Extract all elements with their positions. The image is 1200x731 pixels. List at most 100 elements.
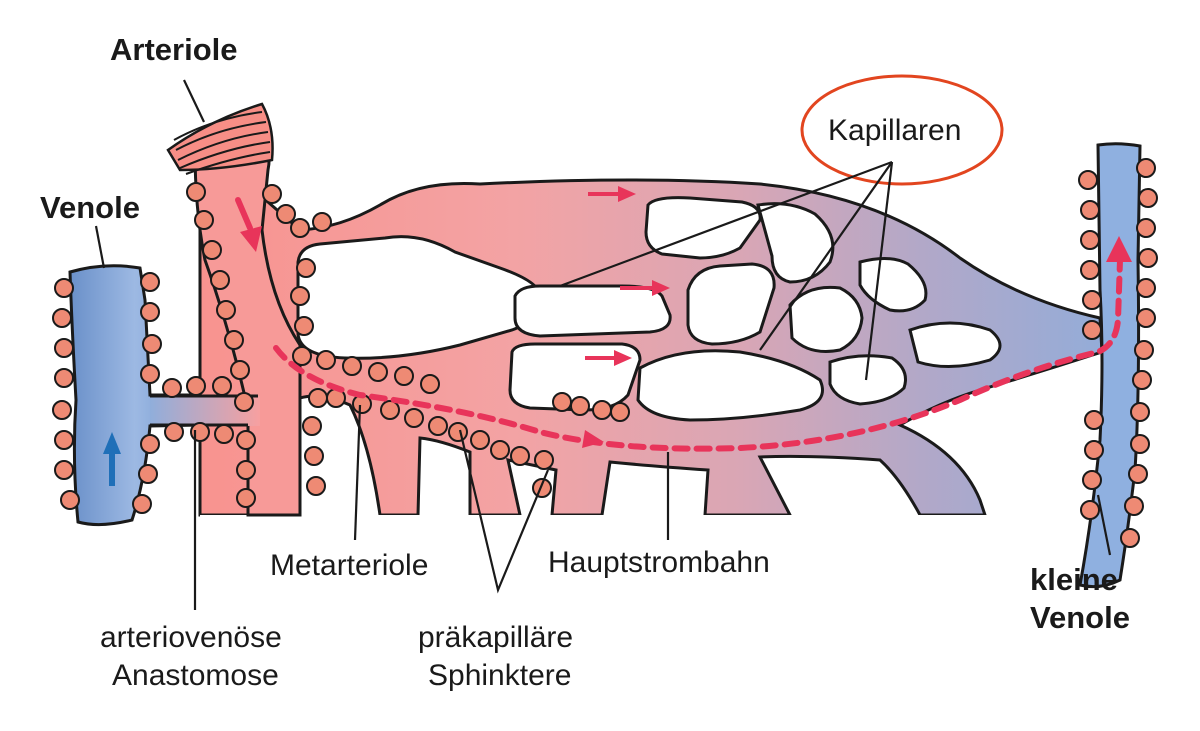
muscle-cell (190, 422, 210, 442)
label-precapillary-1: präkapilläre (418, 621, 573, 654)
muscle-cell (54, 460, 74, 480)
leader-lines (94, 79, 1112, 610)
muscle-cell (236, 488, 256, 508)
label-metarteriole: Metarteriole (270, 549, 428, 582)
muscle-cell (592, 400, 612, 420)
muscle-cell (54, 338, 74, 358)
muscle-cell (368, 362, 388, 382)
label-av-anastomosis-2: Anastomose (112, 659, 279, 692)
muscle-cell (52, 308, 72, 328)
muscle-cell (1130, 434, 1150, 454)
tissue-island (788, 285, 864, 353)
muscle-cell (212, 376, 232, 396)
muscle-cell (234, 392, 254, 412)
muscle-cell (316, 350, 336, 370)
muscle-cell (52, 400, 72, 420)
muscle-cell (1128, 464, 1148, 484)
muscle-cell (140, 272, 160, 292)
muscle-cell (308, 388, 328, 408)
muscle-cell (140, 302, 160, 322)
muscle-cell (132, 494, 152, 514)
muscle-cell (1080, 260, 1100, 280)
muscle-cell (1124, 496, 1144, 516)
muscle-cell (342, 356, 362, 376)
arteriole-flow-arrow (235, 197, 253, 231)
muscle-cell (290, 218, 310, 238)
muscle-cell (1120, 528, 1140, 548)
muscle-cell (312, 212, 332, 232)
muscle-cell (202, 240, 222, 260)
muscle-cell (394, 366, 414, 386)
capillaries-highlight-ellipse (800, 74, 1004, 186)
muscle-cell (236, 430, 256, 450)
muscle-cell (448, 422, 468, 442)
capillary-network (198, 178, 1104, 535)
muscle-cell (1134, 340, 1154, 360)
muscle-cell (1084, 410, 1104, 430)
tissue-island (636, 349, 824, 422)
muscle-cell (140, 434, 160, 454)
muscle-cell (552, 392, 572, 412)
label-small-venule-2: Venole (1030, 600, 1130, 635)
muscle-cell (304, 446, 324, 466)
muscle-cell (1084, 440, 1104, 460)
muscle-cell (380, 400, 400, 420)
muscle-cell (404, 408, 424, 428)
label-small-venule-1: kleine (1030, 562, 1118, 597)
muscle-cell (230, 360, 250, 380)
label-precapillary-2: Sphinktere (428, 659, 571, 692)
tissue-island (908, 321, 1002, 369)
muscle-cell (162, 378, 182, 398)
labels: Arteriole Venole Kapillaren Metarteriole… (40, 32, 1130, 692)
muscle-cell (140, 364, 160, 384)
muscle-cell (290, 286, 310, 306)
muscle-cell (428, 416, 448, 436)
muscle-cell (1138, 188, 1158, 208)
muscle-cell (164, 422, 184, 442)
muscle-cell (1078, 170, 1098, 190)
muscle-cell (1138, 248, 1158, 268)
muscle-cell (1136, 218, 1156, 238)
muscle-cells (52, 158, 1158, 548)
muscle-cell (534, 450, 554, 470)
muscle-cell (224, 330, 244, 350)
muscle-cell (470, 430, 490, 450)
label-main-channel: Hauptstrombahn (548, 546, 770, 579)
muscle-cell (214, 424, 234, 444)
muscle-cell (1136, 308, 1156, 328)
muscle-cell (1130, 402, 1150, 422)
muscle-cell (490, 440, 510, 460)
muscle-cell (186, 182, 206, 202)
muscle-cell (610, 402, 630, 422)
muscle-cell (1136, 158, 1156, 178)
muscle-cell (1082, 290, 1102, 310)
muscle-cell (54, 368, 74, 388)
tissue-island (756, 202, 835, 284)
arteriole-flow-arrowhead (240, 226, 262, 252)
muscle-cell (420, 374, 440, 394)
arteriole (166, 102, 302, 517)
muscle-cell (1080, 200, 1100, 220)
arteriole-muscle-rings (166, 102, 274, 175)
muscle-cell (1082, 320, 1102, 340)
flow-arrows (103, 186, 1132, 486)
muscle-cell (1082, 470, 1102, 490)
muscle-cell (306, 476, 326, 496)
label-capillaries: Kapillaren (828, 114, 961, 147)
label-av-anastomosis-1: arteriovenöse (100, 621, 282, 654)
muscle-cell (54, 278, 74, 298)
tissue-island (513, 284, 672, 338)
muscle-cell (142, 334, 162, 354)
muscle-cell (1080, 230, 1100, 250)
muscle-cell (302, 416, 322, 436)
muscle-cell (570, 396, 590, 416)
muscle-cell (1136, 278, 1156, 298)
main-channel-arrowhead (582, 430, 604, 448)
muscle-cell (296, 258, 316, 278)
muscle-cell (236, 460, 256, 480)
muscle-cell (276, 204, 296, 224)
muscle-cell (294, 316, 314, 336)
tissue-island (508, 342, 642, 412)
muscle-cell (262, 184, 282, 204)
